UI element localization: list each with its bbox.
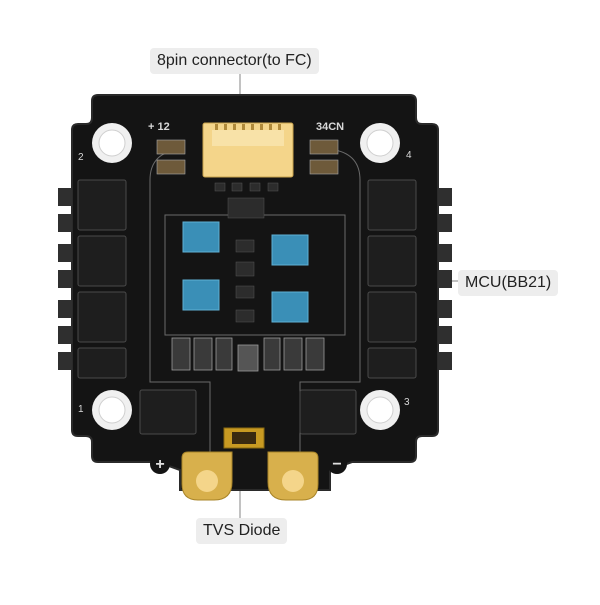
silkscreen-outline xyxy=(149,149,361,470)
silk-top-right-label: 34CN xyxy=(316,121,344,133)
power-pad-positive xyxy=(181,451,233,501)
silk-hole-2: 2 xyxy=(78,152,84,163)
side-pads-right xyxy=(438,188,452,370)
minus-sign: − xyxy=(332,456,341,473)
connector-callout: 8pin connector(to FC) xyxy=(150,48,319,74)
silk-hole-4: 4 xyxy=(406,150,412,161)
capacitor-row-bottom xyxy=(171,337,325,372)
mcu-chip xyxy=(182,221,309,323)
tvs-diode xyxy=(223,427,265,449)
plus-sign: + xyxy=(155,456,164,473)
mounting-hole-top-left xyxy=(92,123,132,163)
silk-top-left-label: + 12 xyxy=(148,121,170,133)
mounting-hole-top-right xyxy=(360,123,400,163)
small-components xyxy=(214,182,279,323)
plus-marker: + xyxy=(150,454,170,474)
capacitors-top-left xyxy=(156,139,186,175)
capacitors-top-right xyxy=(309,139,339,175)
tvs-callout: TVS Diode xyxy=(196,518,288,544)
mounting-hole-bottom-left xyxy=(92,390,132,430)
mosfets-right xyxy=(367,179,417,379)
mosfets-bottom xyxy=(139,389,357,435)
power-pad-negative xyxy=(267,451,319,501)
mounting-hole-bottom-right xyxy=(360,390,400,430)
minus-marker: − xyxy=(327,454,347,474)
silk-hole-1: 1 xyxy=(78,404,84,415)
silk-hole-3: 3 xyxy=(404,397,410,408)
mosfets-left xyxy=(77,179,127,379)
mcu-callout: MCU(BB21) xyxy=(458,270,559,296)
eight-pin-connector xyxy=(202,122,294,178)
side-pads-left xyxy=(58,188,72,370)
